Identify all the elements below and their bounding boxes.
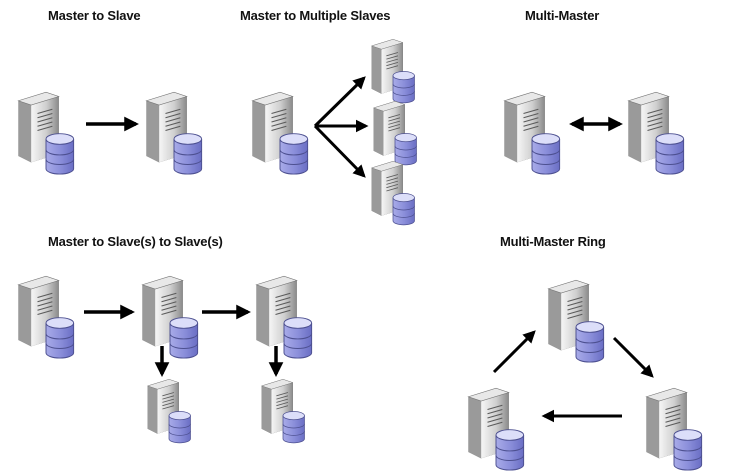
arrow-to-slave-bottom — [313, 124, 366, 178]
title-multi-master-ring: Multi-Master Ring — [500, 234, 606, 249]
slave-server-icon — [371, 38, 415, 104]
master-server-icon — [17, 275, 75, 359]
slave-server-icon — [147, 378, 191, 444]
master-server-icon — [17, 91, 75, 175]
master-server-icon — [503, 91, 561, 175]
slave-server-icon — [141, 275, 199, 359]
title-master-to-slaves-chain: Master to Slave(s) to Slave(s) — [48, 234, 223, 249]
arrow-ring-down — [612, 336, 654, 378]
title-multi-master: Multi-Master — [525, 8, 600, 23]
arrow-to-slave-top — [313, 76, 366, 128]
master-server-icon — [251, 91, 309, 175]
title-master-to-slave: Master to Slave — [48, 8, 141, 23]
master-server-icon — [547, 279, 605, 363]
slave-server-icon — [261, 378, 305, 444]
slave-server-icon — [255, 275, 313, 359]
master-server-icon — [645, 387, 703, 471]
master-server-icon — [627, 91, 685, 175]
master-server-icon — [467, 387, 525, 471]
slave-server-icon — [145, 91, 203, 175]
arrow-ring-up — [492, 330, 536, 374]
slave-server-icon — [373, 100, 417, 166]
title-master-to-multiple-slaves: Master to Multiple Slaves — [240, 8, 391, 23]
slave-server-icon — [371, 160, 415, 226]
